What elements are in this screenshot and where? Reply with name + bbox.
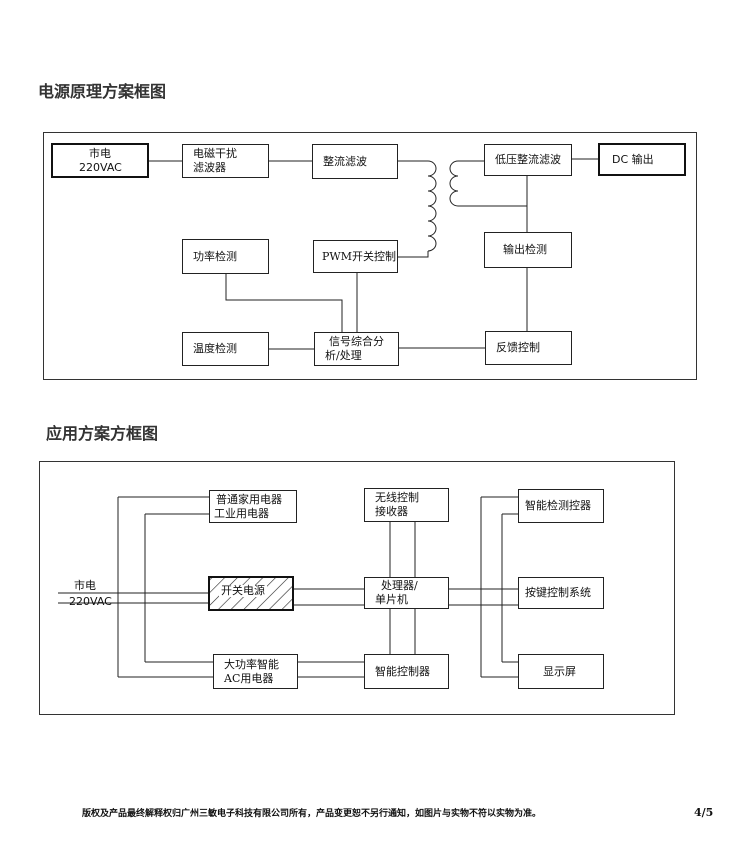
smart-controller-box: 智能控制器 [364,654,449,689]
pwm-control-box: PWM开关控制 [313,240,398,273]
power-diagram-frame [43,132,697,380]
processor-box: 处理器/ 单片机 [364,577,449,609]
smart-detect-box: 智能检测控器 [518,489,604,523]
app-mains-label-2: 220VAC [69,595,112,608]
application-diagram-frame [39,461,675,715]
key-control-box: 按键控制系统 [518,577,604,609]
app-mains-label-1: 市电 [74,579,96,592]
page-number: 4/5 [694,806,714,819]
power-detect-box: 功率检测 [182,239,269,274]
mains-input-box: 市电 220VAC [51,143,149,178]
output-detect-box: 输出检测 [484,232,572,268]
high-power-appliance-box: 大功率智能 AC用电器 [213,654,298,689]
appliance-box: 普通家用电器 工业用电器 [209,490,297,523]
dc-output-box: DC 输出 [598,143,686,176]
section2-title: 应用方案方框图 [46,424,159,443]
emi-filter-box: 电磁干扰 滤波器 [182,144,269,178]
mains-label-1: 市电 [89,146,111,160]
temp-detect-box: 温度检测 [182,332,269,366]
emi-label-2: 滤波器 [193,161,226,174]
section1-title: 电源原理方案框图 [38,82,167,101]
mains-label-2: 220VAC [79,160,122,174]
feedback-control-box: 反馈控制 [485,331,572,365]
rectifier-box: 整流滤波 [312,144,398,179]
switch-psu-label: 开关电源 [219,584,267,597]
lv-rectifier-box: 低压整流滤波 [484,144,572,176]
emi-label-1: 电磁干扰 [193,147,237,160]
copyright-footer: 版权及产品最终解释权归广州三敏电子科技有限公司所有，产品变更恕不另行通知，如图片… [82,809,542,819]
display-box: 显示屏 [518,654,604,689]
signal-processing-box: 信号综合分 析/处理 [314,332,399,366]
wireless-receiver-box: 无线控制 接收器 [364,488,449,522]
